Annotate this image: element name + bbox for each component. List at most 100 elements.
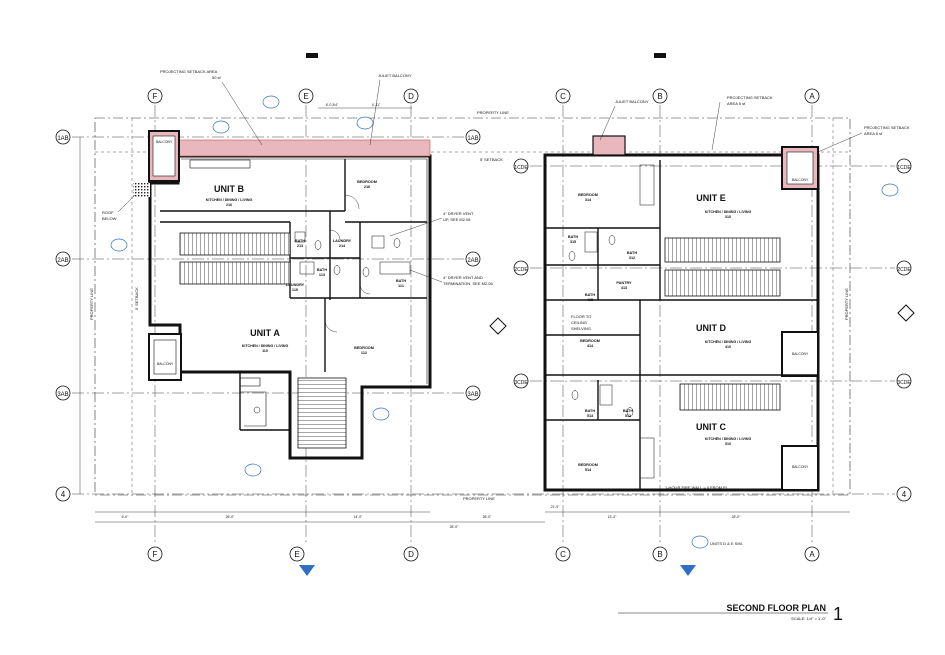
dim-bottom: 28'-0" <box>732 515 741 519</box>
grid-label: 1AB <box>467 136 478 142</box>
room-num: 414 <box>587 344 594 348</box>
note-dryer-vent-2: 4" DRYER VENT AND <box>443 275 483 280</box>
dim-overall: 28'-0" <box>450 525 459 529</box>
grid-bubble <box>465 129 481 145</box>
room-num: 115 <box>292 288 298 292</box>
dim-bottom: 6'-0" <box>122 515 130 519</box>
room-label: BATH <box>585 409 596 413</box>
grid-label: B <box>657 92 662 101</box>
stair-d <box>664 269 781 297</box>
grid-bubble <box>147 88 163 104</box>
grid-bubble <box>513 260 529 276</box>
balcony-label: BALCONY <box>792 352 809 356</box>
note-property-line-left: PROPERTY LINE <box>89 288 94 320</box>
room-num: 513 <box>587 414 593 418</box>
room-num: 415 <box>587 298 593 302</box>
room-num: 214 <box>339 244 346 248</box>
stair-exit <box>297 377 347 449</box>
room-label: BATH <box>295 239 306 243</box>
section-marker <box>306 53 318 58</box>
dim-bottom: 21'-9" <box>551 505 560 509</box>
grid-label: 1AB <box>57 136 68 142</box>
unit-labels: UNIT B KITCHEN / DINING / LIVING 216 UNI… <box>206 184 752 446</box>
grid-bubble-labels: F E D C B A F E D C B A 1AB 2AB 3AB 4 1A… <box>57 92 911 559</box>
grid-label: F <box>153 550 158 559</box>
note-dryer-vent-1: 4" DRYER VENT <box>443 211 474 216</box>
grid-label: B <box>657 550 662 559</box>
unit-e-name: UNIT E <box>696 193 726 203</box>
note-dryer-vent-1b: UP, SEE M2.08 <box>443 217 471 222</box>
sheet-title: SECOND FLOOR PLAN <box>726 603 826 613</box>
grid-label: A <box>809 550 815 559</box>
dim-top: 6'-0 3/4" <box>326 103 339 107</box>
note-roof-below-2: BELOW <box>102 216 117 221</box>
balcony-label: BALCONY <box>157 362 174 366</box>
unit-d-name: UNIT D <box>696 323 726 333</box>
detail-tags <box>110 95 899 549</box>
north-diamond-icon <box>489 317 507 335</box>
detail-tag-icon <box>691 535 709 549</box>
dim-bottom: 26'-0" <box>226 515 235 519</box>
section-markers <box>299 53 915 576</box>
grid-bubble <box>55 385 71 401</box>
grid-label: 3CDE <box>897 380 911 386</box>
note-projecting-right: PROJECTING SETBACK <box>864 125 910 130</box>
unit-a-sub: KITCHEN / DINING / LIVING <box>242 344 289 348</box>
note-setback-left: 5' SETBACK <box>134 287 139 310</box>
unit-a-name: UNIT A <box>250 328 280 338</box>
note-projecting-left: PROJECTING SETBACK AREA <box>160 69 218 74</box>
unit-c-name: UNIT C <box>696 422 726 432</box>
grid-bubble <box>147 546 163 562</box>
room-label: BATH <box>568 235 579 239</box>
stair-b <box>179 232 291 256</box>
grid-bubble <box>465 385 481 401</box>
title-block: SECOND FLOOR PLAN SCALE: 1/4" = 1'-0" 1 <box>618 603 843 624</box>
dimension-text: 6'-0 3/4" 4'-11" 6'-0" 26'-0" 14'-0" 28'… <box>122 103 741 529</box>
stair-a <box>179 261 291 285</box>
note-fire-wall: 1-HOUR FIRE WALL = 0 FROM PL <box>665 485 729 490</box>
grid-label: F <box>153 92 158 101</box>
dim-top: 4'-11" <box>372 103 381 107</box>
grid-label: C <box>560 92 566 101</box>
grid-bubble <box>55 129 71 145</box>
grid-label: 2CDE <box>897 267 911 273</box>
grid-bubble <box>896 158 912 174</box>
room-label: BATH <box>623 409 634 413</box>
section-arrow-icon <box>299 565 315 576</box>
note-shelving-2: CEILING <box>571 320 587 325</box>
grid-bubble <box>896 260 912 276</box>
room-num: 113 <box>319 273 325 277</box>
grid-label: E <box>303 92 308 101</box>
grid-bubble <box>896 486 912 502</box>
unit-d-sub: KITCHEN / DINING / LIVING <box>705 340 752 344</box>
note-projecting-mid: PROJECTING SETBACK <box>727 95 773 100</box>
grid-bubble <box>403 546 419 562</box>
grid-bubble <box>513 373 529 389</box>
room-label: BEDROOM <box>357 180 377 184</box>
unit-b-name: UNIT B <box>214 184 244 194</box>
detail-tag-icon <box>262 95 280 109</box>
unit-e-sub: KITCHEN / DINING / LIVING <box>705 210 752 214</box>
room-num: 514 <box>585 468 592 472</box>
grid-bubble <box>896 373 912 389</box>
grid-bubble <box>555 546 571 562</box>
grid-label: D <box>408 550 414 559</box>
grid-label: C <box>560 550 566 559</box>
note-juliet-left: JULIET BALCONY <box>378 73 412 78</box>
grid-label: 3AB <box>57 392 68 398</box>
grid-label: 2AB <box>467 258 478 264</box>
grid-label: 1CDE <box>897 165 911 171</box>
property-lines <box>94 117 851 496</box>
room-label: LAUNDRY <box>286 283 305 287</box>
building-right <box>543 135 820 492</box>
unit-e-num: 310 <box>725 215 731 219</box>
detail-tag-icon <box>110 238 128 252</box>
detail-tag-icon <box>244 463 262 477</box>
annotations: PROJECTING SETBACK AREA 50 sf JULIET BAL… <box>89 69 910 546</box>
room-num: 512 <box>625 414 631 418</box>
room-num: 413 <box>621 286 627 290</box>
balcony-c <box>781 445 819 491</box>
north-diamond-icon <box>897 304 915 322</box>
grid-label: 1CDE <box>514 165 528 171</box>
room-label: BEDROOM <box>578 463 598 467</box>
